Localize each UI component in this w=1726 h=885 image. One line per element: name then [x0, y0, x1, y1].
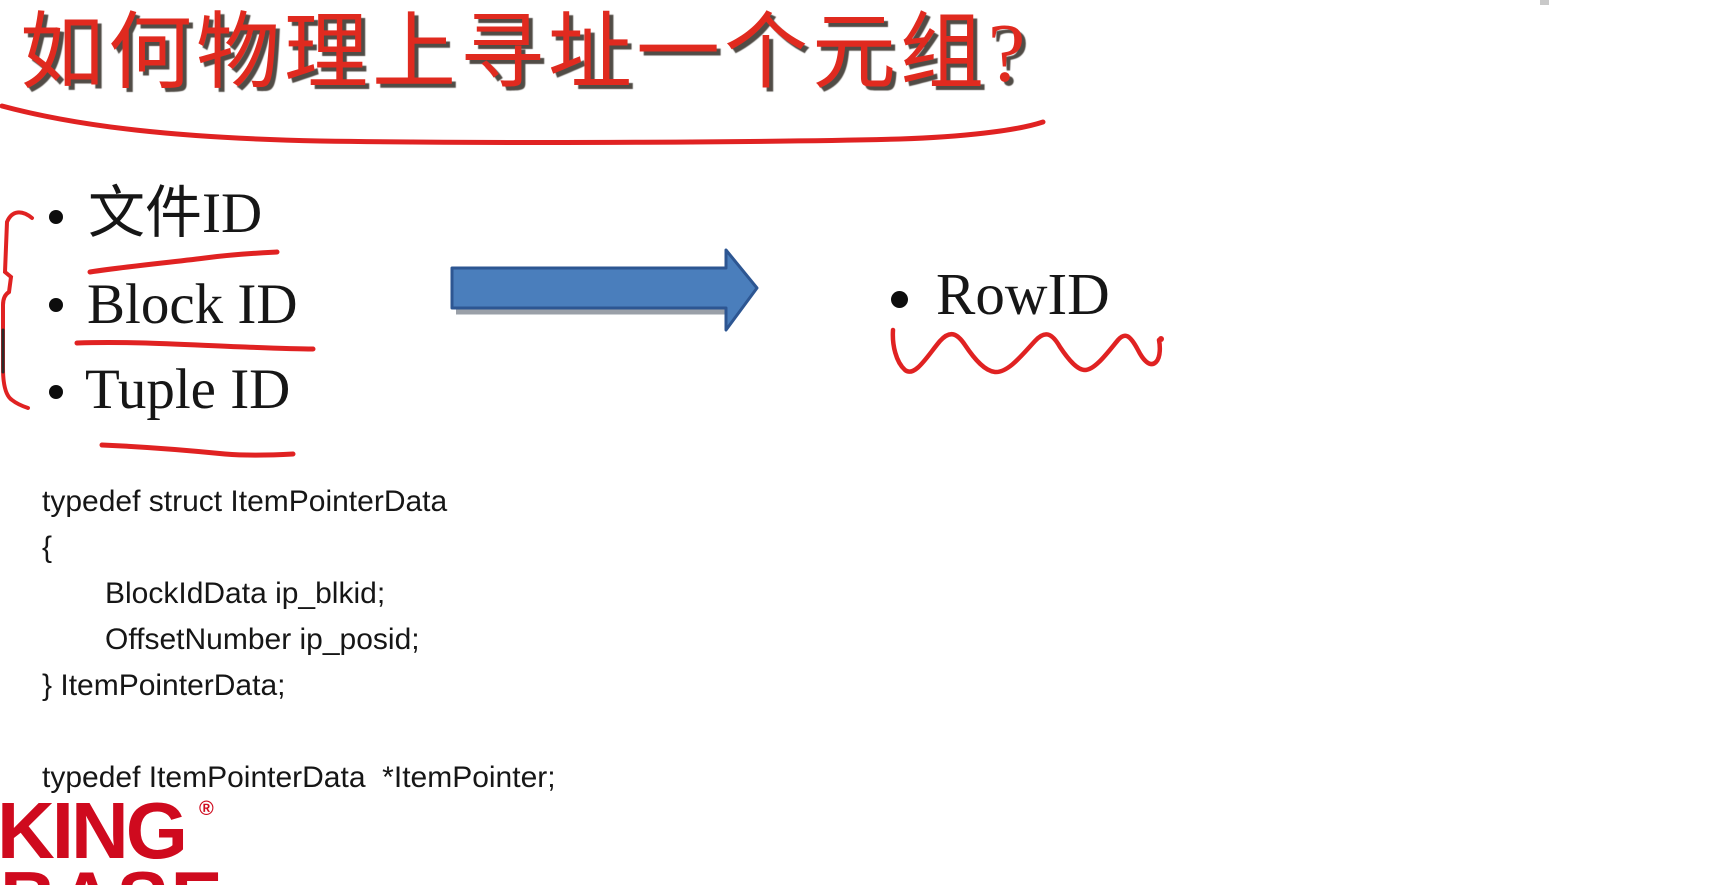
- left-brace-ink: [0, 210, 34, 410]
- kingbase-logo-base-text: BASE: [0, 860, 225, 885]
- underline-file-id-ink: [87, 249, 280, 275]
- code-line-close-brace: } ItemPointerData;: [42, 669, 286, 702]
- underline-tuple-id-ink: [99, 442, 296, 458]
- list-item-file-id: 文件ID: [88, 182, 263, 245]
- code-line-blockid-field: BlockIdData ip_blkid;: [105, 577, 386, 610]
- bullet-dot: [891, 291, 908, 308]
- code-line-open-brace: {: [42, 531, 53, 564]
- right-block-arrow-icon: [450, 248, 759, 332]
- list-item-tuple-id: Tuple ID: [85, 358, 291, 421]
- rowid-wavy-end-dot: [1158, 336, 1164, 342]
- registered-trademark-icon: ®: [199, 798, 214, 820]
- slide-title: 如何物理上寻址一个元组?: [20, 7, 1030, 100]
- bullet-dot: [49, 385, 63, 399]
- underline-block-id-ink: [74, 339, 316, 352]
- kingbase-logo-king-text: KING: [0, 786, 188, 875]
- video-artifact-speck: [1540, 0, 1549, 5]
- code-line-typedef-struct: typedef struct ItemPointerData: [42, 485, 448, 518]
- bullet-dot: [49, 210, 63, 224]
- code-line-offset-field: OffsetNumber ip_posid;: [105, 623, 420, 656]
- code-line-typedef-pointer: typedef ItemPointerData *ItemPointer;: [42, 761, 556, 794]
- bullet-dot: [49, 298, 63, 312]
- list-item-rowid: RowID: [936, 261, 1110, 327]
- title-underline-ink: [0, 103, 1046, 145]
- list-item-block-id: Block ID: [87, 273, 298, 336]
- rowid-wavy-underline-ink: [890, 327, 1163, 375]
